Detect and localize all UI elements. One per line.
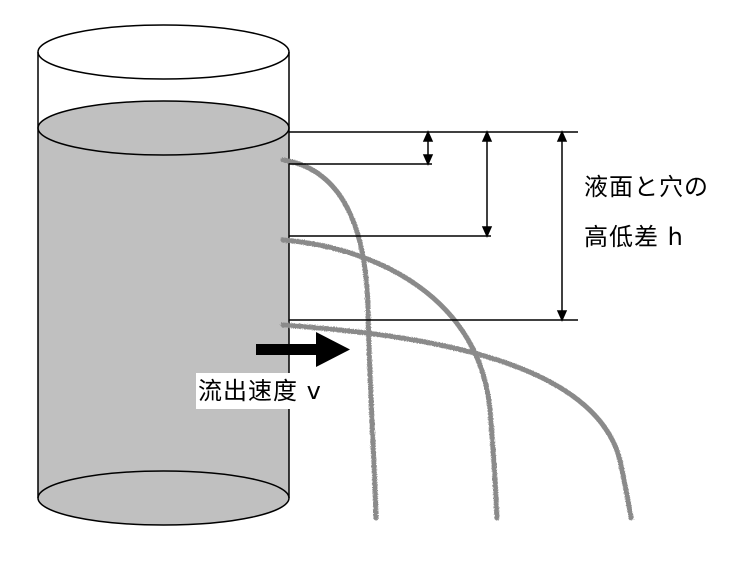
reference-lines — [289, 131, 578, 321]
height-arrow-short — [422, 130, 434, 166]
stream-top — [280, 157, 379, 521]
stream-bottom — [280, 322, 634, 521]
stream-middle — [280, 237, 500, 521]
velocity-label: 流出速度 v — [196, 373, 324, 409]
height-arrows — [422, 130, 568, 322]
water-streams — [280, 157, 634, 521]
height-label-line1: 液面と穴の — [584, 173, 709, 201]
water-column — [37, 100, 290, 526]
water-surface — [37, 100, 290, 156]
height-arrow-medium — [481, 130, 493, 238]
tank-rim — [37, 24, 290, 80]
height-arrow-long — [556, 130, 568, 322]
height-label-line2: 高低差 h — [584, 223, 684, 251]
velocity-arrow — [256, 332, 350, 367]
tank-bottom — [37, 470, 290, 526]
tank — [37, 24, 290, 498]
